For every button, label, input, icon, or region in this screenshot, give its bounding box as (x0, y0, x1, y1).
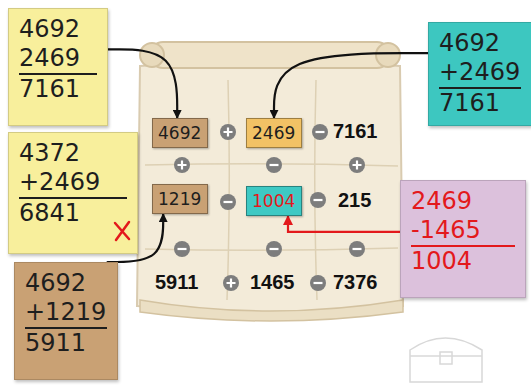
grid-line (315, 80, 317, 300)
chest-lid-line (410, 355, 482, 357)
sum-number: 7161 (333, 120, 378, 143)
chest-sketch (410, 338, 482, 382)
sum-number: 1465 (250, 271, 295, 294)
plus-symbol (223, 275, 239, 291)
scroll-bottom-roll (140, 300, 403, 321)
arrow-connector (288, 216, 400, 232)
grid-line (227, 80, 229, 300)
handwritten-number: +1219 (25, 298, 107, 329)
handwritten-number: 2469 (411, 187, 515, 216)
handwritten-number: 7161 (19, 75, 97, 104)
sticky-note: 4692+24697161 (428, 22, 531, 126)
grid-lines (145, 80, 398, 300)
minus-symbol (174, 241, 190, 257)
number-box: 1219 (152, 184, 208, 214)
handwritten-number: 4692 (19, 15, 97, 44)
number-box: 1004 (246, 186, 302, 216)
handwritten-number: +2469 (439, 58, 521, 89)
wrong-mark (112, 219, 132, 243)
sticky-note: 469224697161 (8, 8, 108, 126)
chest-outline (410, 338, 482, 382)
handwritten-number: 6841 (19, 199, 127, 228)
grid-line (145, 248, 398, 250)
sticky-note: 4372+24696841 (8, 132, 138, 254)
chest-lock (440, 352, 452, 364)
handwritten-number: 1004 (411, 247, 515, 276)
plus-symbol (349, 157, 365, 173)
scroll-curl (140, 43, 164, 67)
arrow-connector (108, 49, 177, 118)
box-number: 1004 (252, 191, 296, 211)
minus-symbol (266, 241, 282, 257)
sticky-note: 2469-14651004 (400, 180, 526, 298)
sum-number: 215 (338, 189, 371, 212)
number-box: 4692 (152, 118, 208, 148)
sum-number: 5911 (155, 271, 198, 294)
box-number: 1219 (158, 189, 202, 209)
minus-symbol (310, 275, 326, 291)
minus-symbol (310, 192, 326, 208)
handwritten-number: -1465 (411, 216, 515, 247)
handwritten-number: 2469 (19, 44, 97, 75)
box-number: 2469 (252, 123, 296, 143)
handwritten-number: 4692 (25, 269, 107, 298)
handwritten-number: 4372 (19, 139, 127, 168)
box-number: 4692 (158, 123, 202, 143)
sticky-note: 4692+12195911 (14, 262, 118, 380)
sum-number: 7376 (333, 271, 378, 294)
handwritten-number: 4692 (439, 29, 521, 58)
handwritten-number: +2469 (19, 168, 127, 199)
handwritten-number: 7161 (439, 89, 521, 118)
plus-symbol (220, 124, 236, 140)
arrow-connector (274, 53, 428, 118)
minus-symbol (312, 124, 328, 140)
minus-symbol (349, 241, 365, 257)
number-box: 2469 (246, 118, 302, 148)
plus-symbol (174, 157, 190, 173)
minus-symbol (220, 194, 236, 210)
scroll-curl (376, 43, 400, 67)
minus-symbol (266, 157, 282, 173)
handwritten-number: 5911 (25, 329, 107, 358)
